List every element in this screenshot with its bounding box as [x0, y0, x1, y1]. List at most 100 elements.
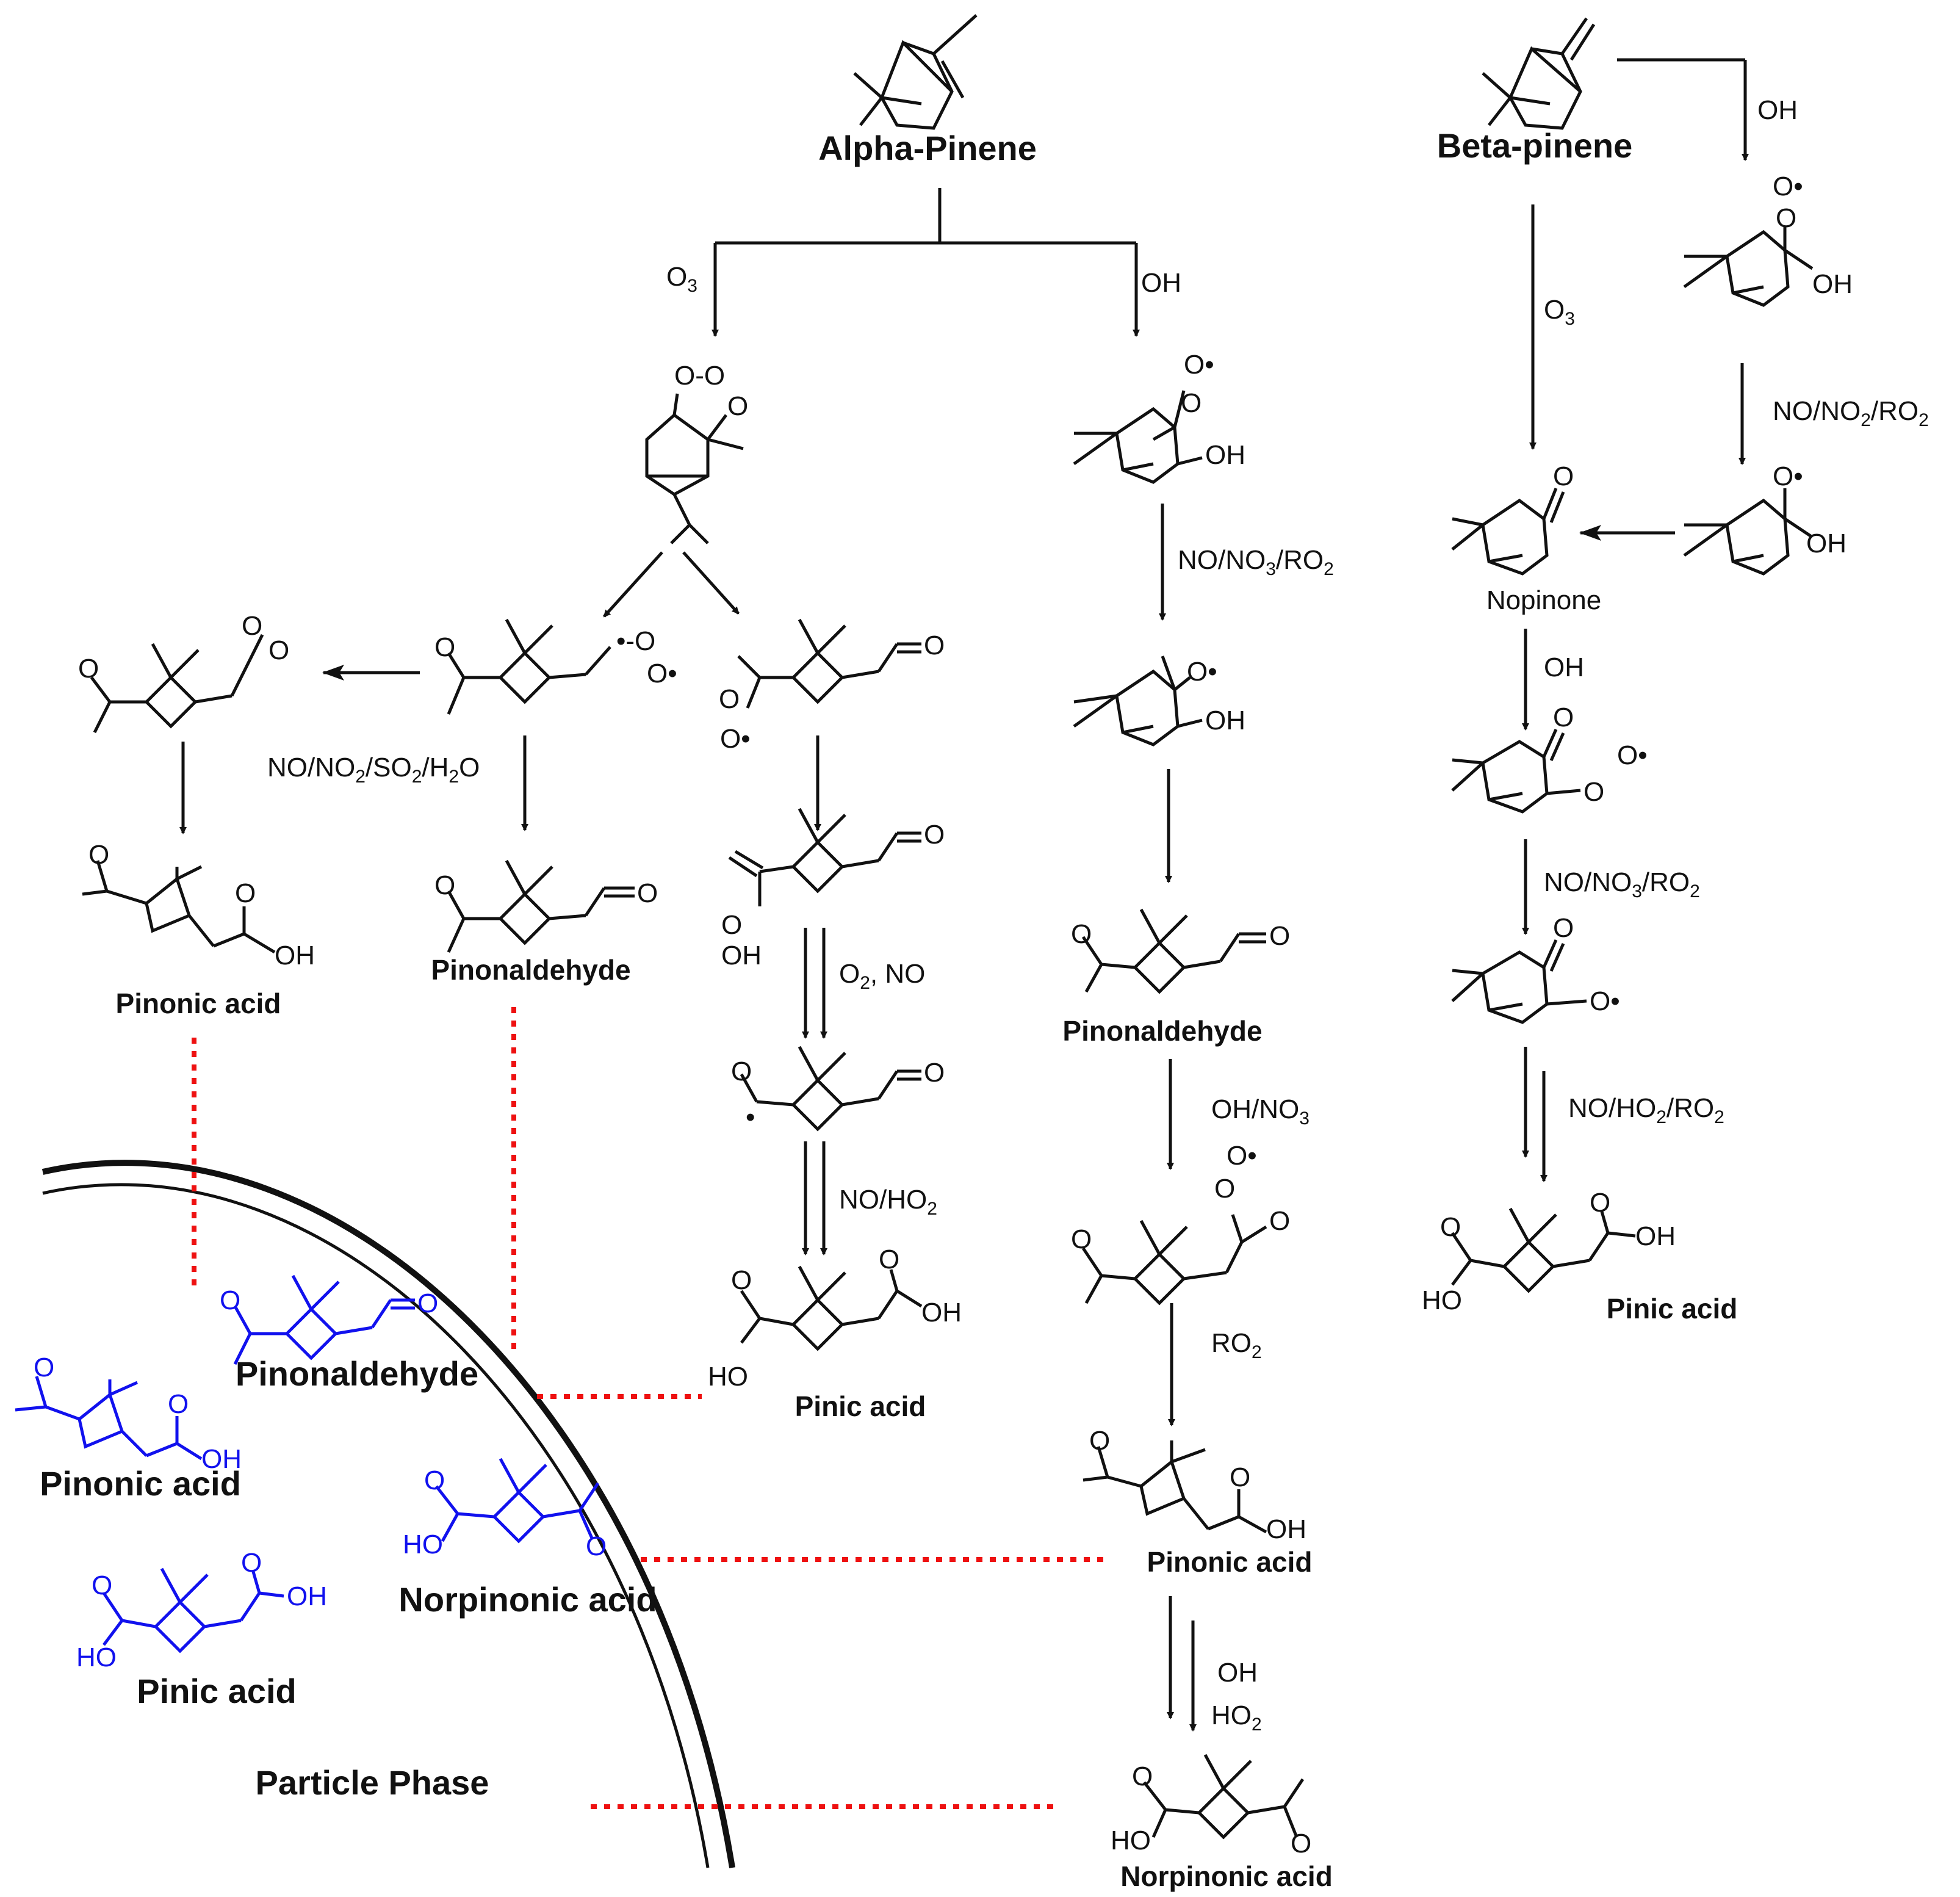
- conditions-label: NO/NO2/SO2/H2O: [267, 753, 480, 787]
- atom-label: O: [92, 1570, 112, 1600]
- pinic-acid-right-label: Pinic acid: [1607, 1293, 1738, 1324]
- pinonic-acid-left-label: Pinonic acid: [116, 988, 281, 1019]
- norpinonic-acid-structure: [1143, 1754, 1305, 1840]
- atom-label: O: [1776, 203, 1796, 233]
- double-arrow-no-ho2-ro2: [1522, 1047, 1547, 1182]
- atom-label: OH: [1635, 1221, 1676, 1251]
- oh-label: OH: [1141, 268, 1181, 298]
- atom-label: HO: [708, 1362, 748, 1392]
- atom-label: O: [1553, 461, 1574, 491]
- double-arrow-no-ho2: [802, 1141, 827, 1256]
- atom-label: O: [1269, 921, 1290, 951]
- atom-label: O: [241, 1548, 262, 1578]
- beta-pinene-structure: [1482, 17, 1596, 130]
- nopinone-oh-label: OH: [1544, 652, 1584, 682]
- particle-pinonic-acid: O O OH: [15, 1353, 242, 1474]
- atom-label: O•: [1773, 461, 1803, 491]
- atom-label: O•: [647, 659, 677, 688]
- particle-pinonaldehyde: O O: [220, 1274, 438, 1365]
- atom-label: O: [1440, 1212, 1461, 1242]
- atom-label: O: [1590, 1188, 1610, 1218]
- pinonaldehyde-center-label: Pinonaldehyde: [431, 954, 630, 986]
- pinonaldehyde-center-structure: [447, 859, 635, 953]
- particle-pinonic-acid-label: Pinonic acid: [40, 1464, 241, 1503]
- pinonic-acid-right-label: Pinonic acid: [1147, 1546, 1313, 1578]
- atom-label: OH: [1205, 440, 1245, 470]
- atom-label: HO: [403, 1530, 443, 1559]
- atom-label: OH: [275, 941, 315, 970]
- alpha-pinene-label: Alpha-Pinene: [818, 129, 1037, 167]
- atom-label: O: [1269, 1206, 1290, 1236]
- atom-label: O•: [1187, 657, 1217, 687]
- no-ho2-label: NO/HO2: [839, 1185, 937, 1219]
- particle-boundary-inner: [42, 1183, 710, 1868]
- atom-label: HO: [1111, 1826, 1151, 1855]
- atom-label: O: [879, 1245, 899, 1274]
- atom-label: O: [1291, 1829, 1311, 1859]
- pinonic-acid-right-structure: [1083, 1440, 1267, 1534]
- atom-label: O•: [1590, 986, 1620, 1016]
- atom-label: O: [1181, 388, 1202, 418]
- nopinone-peroxy-radical: [1451, 728, 1581, 814]
- particle-norpinonic-acid-label: Norpinonic acid: [398, 1580, 657, 1619]
- beta-oh-label: OH: [1757, 95, 1798, 125]
- atom-label: O-O: [674, 361, 725, 391]
- atom-label: OH: [921, 1298, 962, 1328]
- atom-label: O: [34, 1353, 54, 1382]
- atom-label: O: [1230, 1462, 1250, 1492]
- atom-label: O: [88, 840, 109, 870]
- atom-label: O: [731, 1057, 752, 1086]
- double-arrow-oh-ho2: [1167, 1596, 1197, 1732]
- atom-label: OH: [287, 1581, 327, 1611]
- atom-label: OH: [1812, 269, 1853, 299]
- pinonaldehyde-right-label: Pinonaldehyde: [1062, 1015, 1262, 1047]
- alpha-pinene-structure: [853, 14, 978, 130]
- atom-label: O•: [1773, 172, 1803, 201]
- particle-pinonaldehyde-label: Pinonaldehyde: [236, 1354, 478, 1393]
- atom-label: O: [731, 1265, 752, 1295]
- ozonide-arrows: [603, 551, 740, 618]
- atom-label: O•: [1184, 350, 1214, 380]
- pinic-acid-center-structure: [740, 1265, 923, 1351]
- atom-label: O: [168, 1389, 189, 1419]
- ozonide-structure: [645, 393, 744, 544]
- peroxy-radical-alpha: [1073, 390, 1203, 484]
- particle-pinic-acid-label: Pinic acid: [137, 1672, 296, 1710]
- partition-lines: [192, 1007, 1111, 1809]
- atom-label: O: [1132, 1762, 1153, 1791]
- hydroperoxide-intermediate: [728, 808, 921, 906]
- down-arrows-left: [179, 735, 821, 834]
- atom-label: O: [1214, 1174, 1235, 1204]
- atom-label: OH: [1806, 529, 1847, 558]
- atom-label: OH: [1266, 1514, 1306, 1544]
- particle-pinic-acid: O HO O OH: [76, 1548, 327, 1672]
- beta-alkoxy-radical: [1683, 488, 1814, 576]
- atom-label: O: [268, 635, 289, 665]
- pinic-acid-center-label: Pinic acid: [795, 1390, 926, 1422]
- atom-label: O•: [1227, 1141, 1257, 1171]
- atom-label: HO: [1422, 1285, 1462, 1315]
- no-ho2-ro2-label: NO/HO2/RO2: [1568, 1093, 1724, 1127]
- dioxirane-intermediate: [90, 634, 264, 734]
- atom-label: OH: [721, 941, 762, 970]
- ro2-label: RO2: [1211, 1328, 1262, 1362]
- atom-label: O: [719, 684, 740, 714]
- norpinonic-acid-label: Norpinonic acid: [1120, 1860, 1333, 1892]
- particle-norpinonic-acid: O HO O: [403, 1458, 607, 1561]
- atom-label: O: [637, 878, 658, 908]
- atom-label: O: [434, 870, 455, 900]
- no-no3-ro2-label: NO/NO3/RO2: [1178, 545, 1334, 579]
- nopinone-label: Nopinone: [1486, 585, 1601, 615]
- particle-boundary: [41, 1160, 735, 1868]
- atom-label: O: [727, 391, 748, 421]
- atom-label: OH: [201, 1444, 242, 1474]
- atom-label: O: [924, 1058, 945, 1088]
- atom-label: •: [746, 1102, 755, 1132]
- pinonaldehyde-right-structure: [1081, 908, 1266, 994]
- atom-label: O: [721, 910, 742, 940]
- atom-label: O: [924, 631, 945, 660]
- oh-no3-label: OH/NO3: [1211, 1094, 1310, 1129]
- acylperoxy-radical: [1081, 1214, 1267, 1306]
- beta-oh-connector: [1617, 58, 1749, 161]
